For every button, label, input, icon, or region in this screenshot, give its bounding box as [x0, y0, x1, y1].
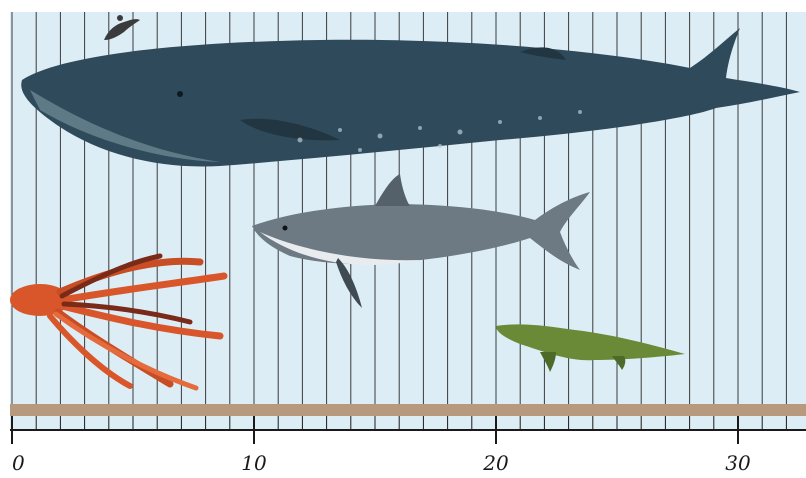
- tick-label: 20: [482, 451, 509, 475]
- axis-labels: 0 10 20 30: [12, 451, 751, 475]
- tick-label: 0: [12, 451, 25, 475]
- tick-label: 30: [725, 451, 751, 475]
- ground-strip: [10, 404, 806, 416]
- tick-label: 10: [241, 451, 267, 475]
